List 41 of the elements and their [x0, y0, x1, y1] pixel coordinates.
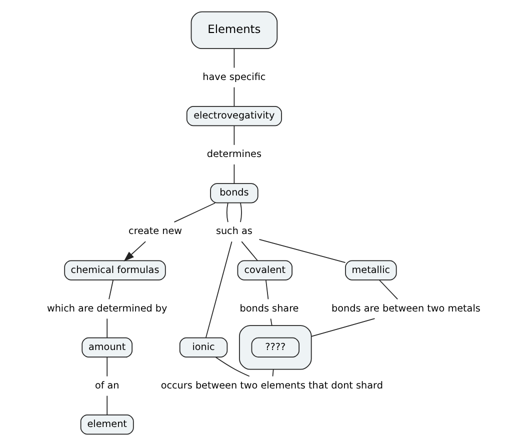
connector [214, 356, 250, 377]
connector [270, 318, 272, 326]
cluster [238, 325, 312, 370]
arrow [123, 241, 146, 262]
connector [106, 395, 108, 416]
node-box: electrovegativity [186, 106, 282, 126]
connector [233, 86, 234, 107]
connector [240, 241, 258, 262]
node-box: metallic [344, 260, 396, 280]
connector [204, 241, 232, 338]
node-text: bonds share [239, 303, 298, 314]
connector [173, 202, 216, 222]
connector [108, 280, 114, 300]
connector [106, 318, 108, 338]
node-text: determines [206, 149, 262, 160]
node-box: Elements [190, 11, 278, 50]
node-box: ???? [250, 337, 299, 358]
connector [258, 238, 346, 263]
node-text: occurs between two elements that dont shard [160, 380, 382, 392]
node-text: such as [215, 226, 252, 238]
connector [233, 125, 234, 146]
node-box: element [80, 414, 134, 435]
node-text: of an [94, 380, 119, 392]
node-box: chemical formulas [64, 260, 166, 280]
connector [233, 164, 234, 184]
node-text: which are determined by [46, 303, 167, 314]
node-text: create new [128, 226, 182, 238]
node-box: bonds [210, 183, 258, 204]
node-text: bonds are between two metals [331, 303, 480, 314]
connector [378, 280, 398, 300]
node-text: have specific [202, 72, 266, 83]
connector [233, 48, 234, 68]
connector [106, 356, 108, 377]
connector [226, 202, 228, 222]
connector [272, 368, 274, 377]
connector [240, 202, 242, 222]
connector [310, 318, 375, 337]
node-box: amount [81, 337, 132, 358]
node-box: ionic [178, 337, 228, 358]
connector [265, 280, 268, 300]
node-box: covalent [236, 260, 292, 280]
